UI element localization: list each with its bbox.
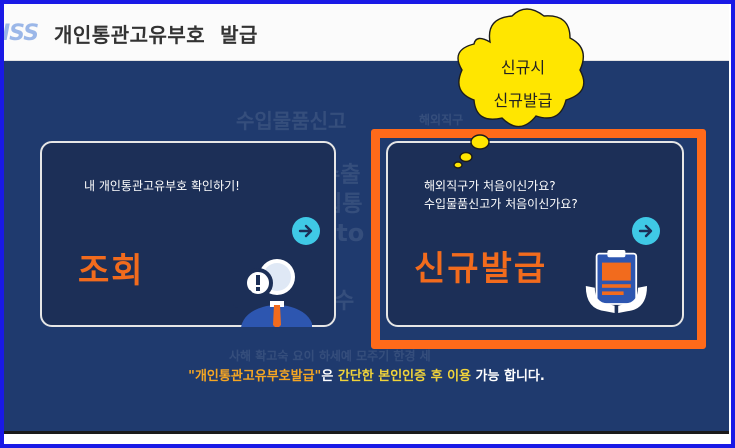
watermark-text: 수 bbox=[334, 289, 355, 314]
notice-text-end: 가능 합니다. bbox=[471, 369, 545, 384]
main-panel: 수입물품신고 해외직구 수출 입통 cto 수 사해 확고숙 요이 하세예 모주… bbox=[4, 61, 729, 431]
svg-text:ISS: ISS bbox=[4, 21, 38, 46]
authentication-notice: "개인통관고유부호발급"은 간단한 본인인증 후 이용 가능 합니다. bbox=[4, 365, 729, 384]
new-issue-card[interactable]: 해외직구가 처음이신가요? 수입물품신고가 처음이신가요? 신규발급 bbox=[386, 141, 684, 327]
watermark-text: 수입물품신고 bbox=[236, 109, 347, 133]
new-issue-description-line1: 해외직구가 처음이신가요? bbox=[424, 179, 556, 193]
page-title: 개인통관고유부호 발급 bbox=[54, 23, 258, 47]
new-issue-card-title: 신규발급 bbox=[414, 249, 548, 289]
bottom-bar bbox=[4, 431, 729, 440]
arrow-right-icon[interactable] bbox=[292, 217, 320, 245]
thought-bubble-icon bbox=[453, 8, 585, 169]
lookup-card-description: 내 개인통관고유부호 확인하기! bbox=[84, 179, 240, 193]
notice-highlight: 간단한 bbox=[337, 369, 379, 384]
customs-logo-icon: ISS bbox=[4, 21, 39, 46]
document-hands-icon bbox=[585, 250, 647, 313]
page-header: ISS 개인통관고유부호 발급 bbox=[4, 4, 729, 61]
bubble-line2: 신규발급 bbox=[493, 91, 553, 110]
new-issue-description-line2: 수입물품신고가 처음이신가요? bbox=[424, 197, 578, 211]
arrow-right-icon[interactable] bbox=[632, 217, 660, 245]
watermark-text: 사해 확고숙 요이 하세예 모주기 한경 세 bbox=[229, 349, 431, 363]
notice-service-name: "개인통관고유부호발급" bbox=[188, 369, 322, 384]
lookup-card-title: 조회 bbox=[78, 251, 145, 291]
notice-text: 은 bbox=[321, 369, 338, 384]
highlight-box bbox=[371, 129, 706, 349]
lookup-card[interactable]: 내 개인통관고유부호 확인하기! 조회 bbox=[40, 141, 336, 327]
bubble-line1: 신규시 bbox=[500, 58, 546, 77]
notice-highlight-auth: 본인인증 후 이용 bbox=[378, 369, 472, 384]
watermark-text: 해외직구 bbox=[419, 113, 464, 127]
magnifier-person-icon bbox=[233, 259, 312, 327]
